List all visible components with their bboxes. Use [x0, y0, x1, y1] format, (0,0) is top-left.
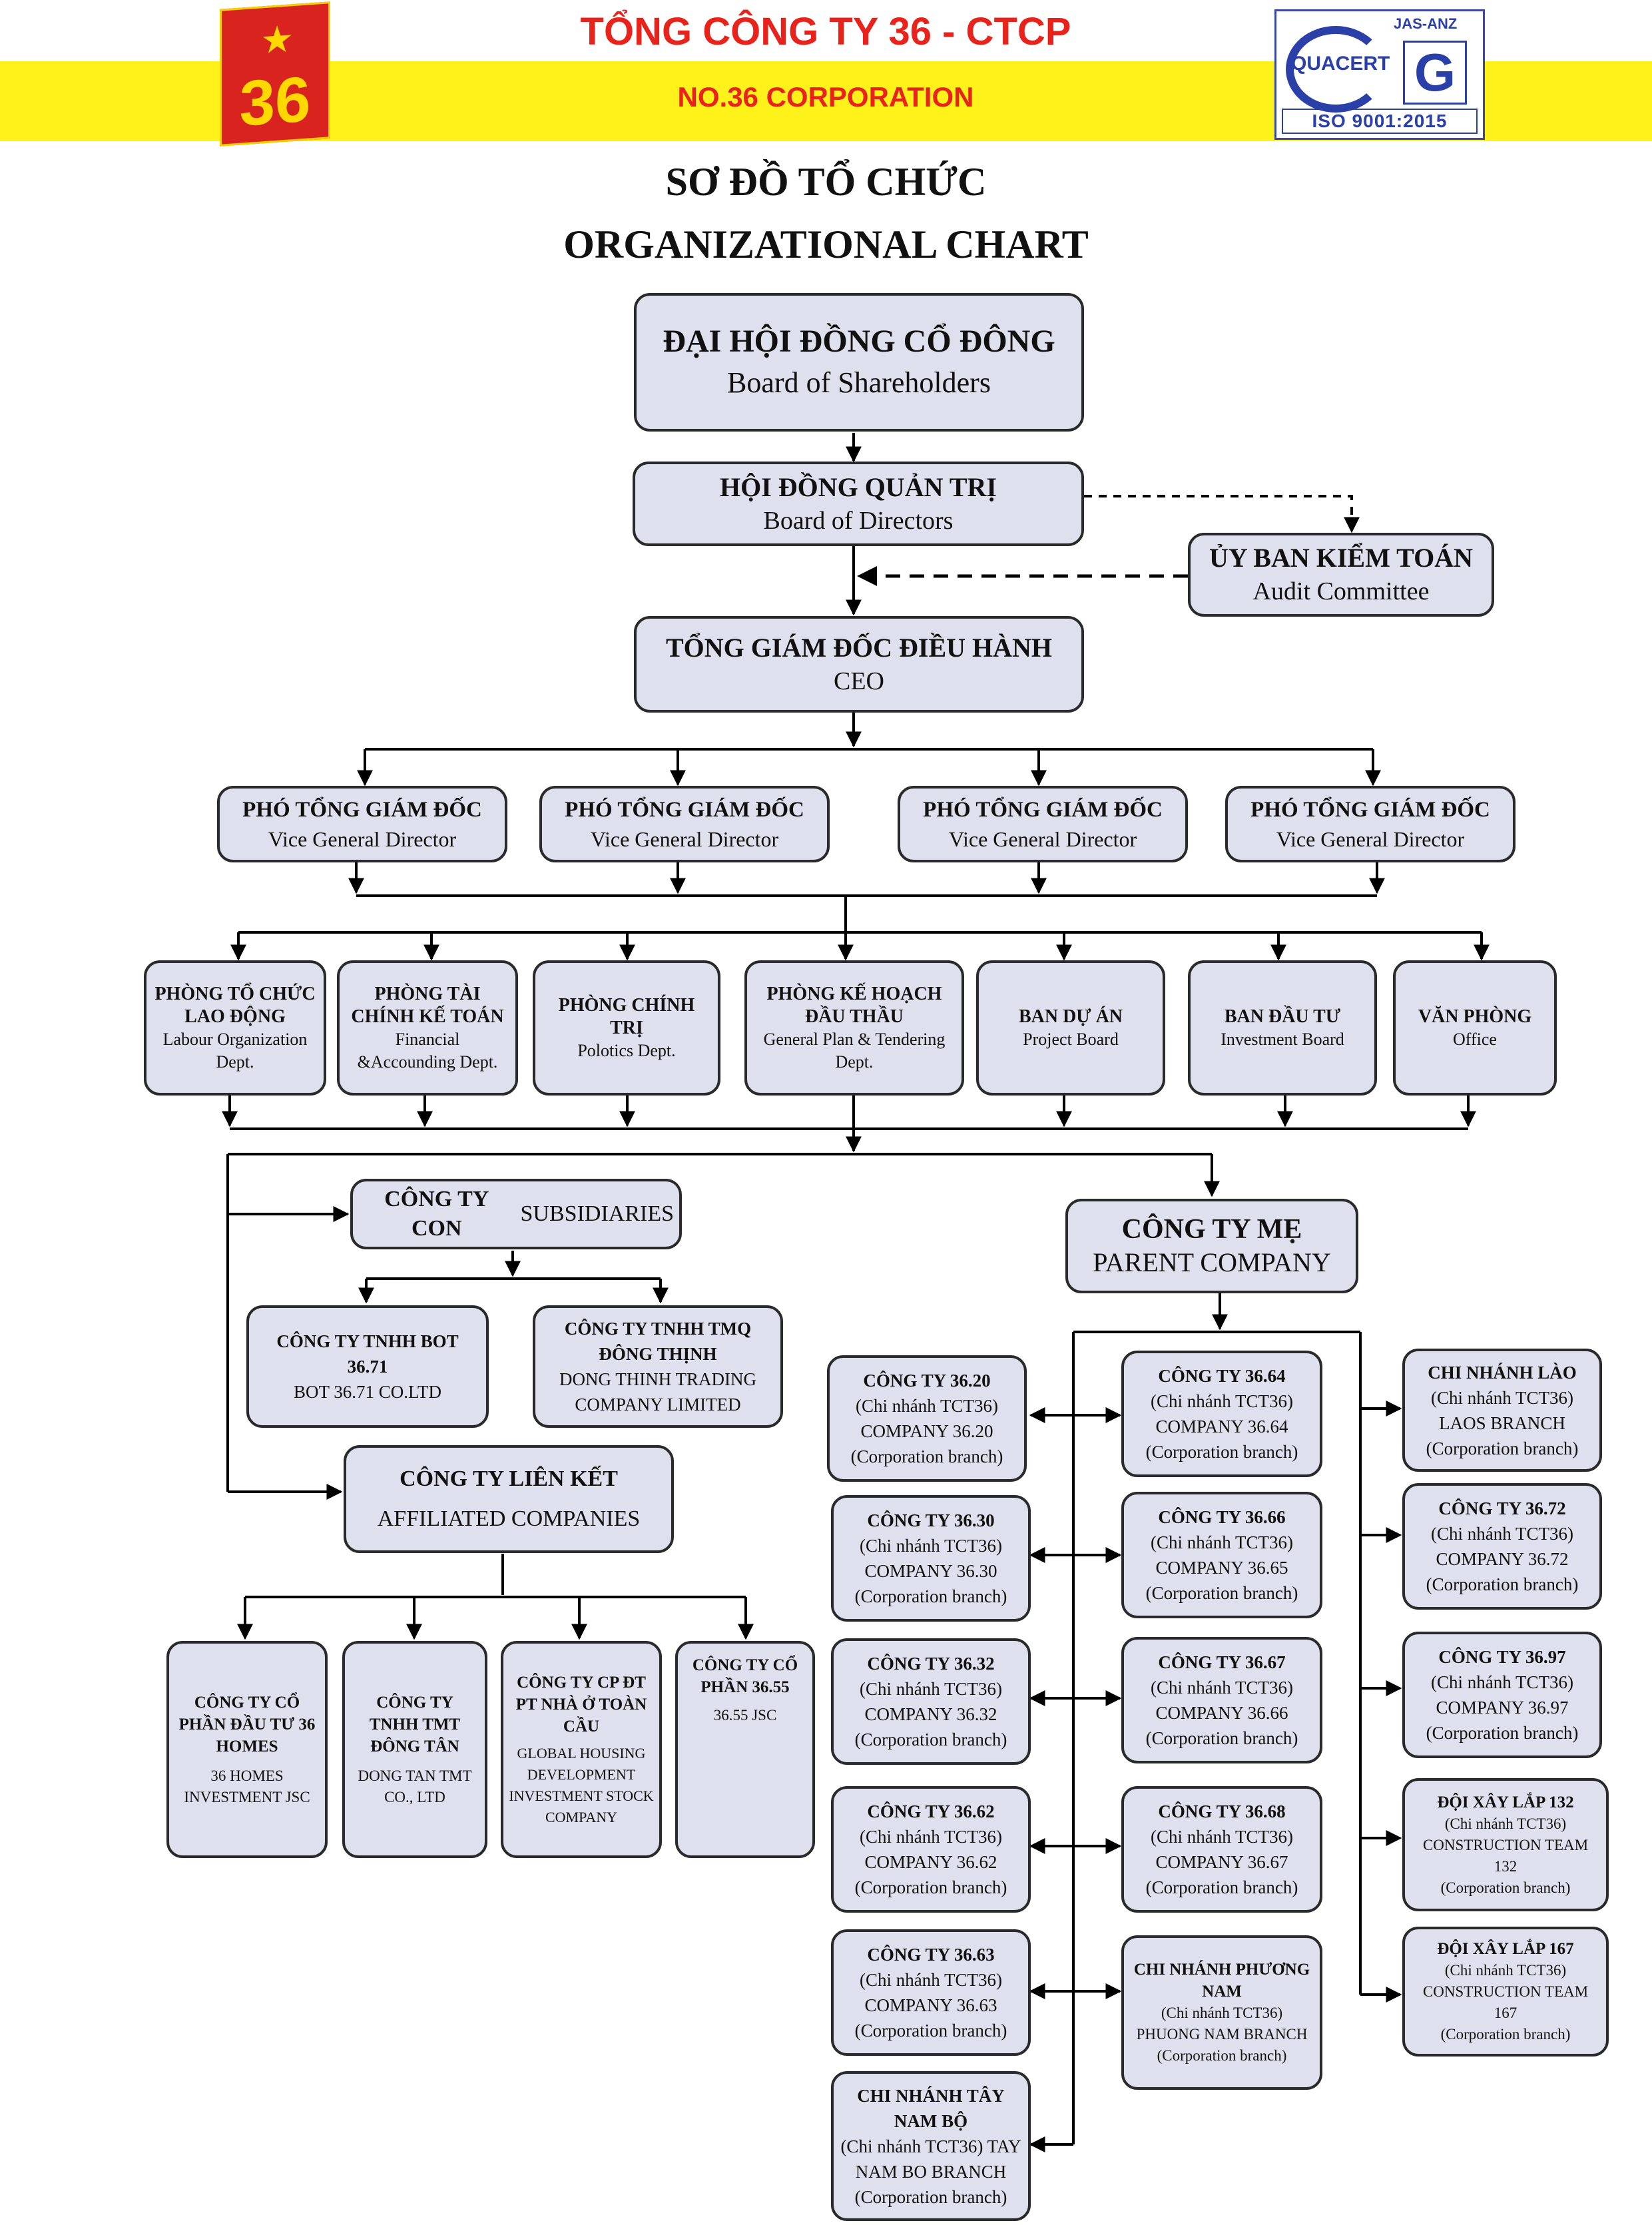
node-branch-3672: CÔNG TY 36.72 (Chi nhánh TCT36) COMPANY … — [1402, 1483, 1602, 1610]
company-logo: ★ 36 — [220, 1, 330, 147]
star-icon: ★ — [260, 17, 294, 63]
node-ceo: TỔNG GIÁM ĐỐC ĐIỀU HÀNH CEO — [634, 616, 1084, 713]
node-vice-director-1: PHÓ TỔNG GIÁM ĐỐC Vice General Director — [217, 786, 507, 862]
node-dept-finance: PHÒNG TÀI CHÍNH KẾ TOÁN Financial &Accou… — [337, 960, 518, 1096]
node-subsidiaries: CÔNG TY CON SUBSIDIARIES — [350, 1179, 682, 1249]
node-construction-team-167: ĐỘI XÂY LẮP 167 (Chi nhánh TCT36) CONSTR… — [1402, 1927, 1609, 2057]
node-dept-project-board: BAN DỰ ÁN Project Board — [976, 960, 1165, 1096]
logo-number: 36 — [239, 63, 311, 140]
node-affiliate-dong-tan: CÔNG TY TNHH TMT ĐÔNG TÂN DONG TAN TMT C… — [342, 1641, 487, 1858]
node-branch-3667: CÔNG TY 36.67 (Chi nhánh TCT36) COMPANY … — [1121, 1637, 1322, 1763]
chart-title-vn: SƠ ĐỒ TỔ CHỨC — [665, 160, 987, 204]
node-subsidiary-dong-thinh: CÔNG TY TNHH TMQ ĐÔNG THỊNH DONG THINH T… — [533, 1305, 783, 1428]
node-dept-office: VĂN PHÒNG Office — [1393, 960, 1557, 1096]
node-audit-committee: ỦY BAN KIỂM TOÁN Audit Committee — [1188, 533, 1494, 617]
node-branch-3662: CÔNG TY 36.62 (Chi nhánh TCT36) COMPANY … — [831, 1786, 1031, 1913]
node-branch-3666: CÔNG TY 36.66 (Chi nhánh TCT36) COMPANY … — [1121, 1492, 1322, 1618]
node-vice-director-2: PHÓ TỔNG GIÁM ĐỐC Vice General Director — [539, 786, 830, 862]
node-vice-director-4: PHÓ TỔNG GIÁM ĐỐC Vice General Director — [1225, 786, 1515, 862]
node-affiliate-3655: CÔNG TY CỔ PHẦN 36.55 36.55 JSC — [675, 1641, 815, 1858]
iso-standard: ISO 9001:2015 — [1282, 109, 1478, 134]
jas-anz-mark-icon: G — [1403, 41, 1467, 105]
node-branch-tay-nam-bo: CHI NHÁNH TÂY NAM BỘ (Chi nhánh TCT36) T… — [831, 2071, 1031, 2221]
node-dept-planning: PHÒNG KẾ HOẠCH ĐẦU THẦU General Plan & T… — [744, 960, 964, 1096]
node-dept-politics: PHÒNG CHÍNH TRỊ Polotics Dept. — [533, 960, 720, 1096]
cert-accreditor: JAS-ANZ — [1394, 15, 1458, 32]
company-name-vn: TỔNG CÔNG TY 36 - CTCP — [580, 10, 1071, 53]
node-subsidiary-bot: CÔNG TY TNHH BOT 36.71 BOT 36.71 CO.LTD — [246, 1305, 489, 1428]
company-name-en: NO.36 CORPORATION — [677, 81, 974, 113]
node-shareholders: ĐẠI HỘI ĐỒNG CỔ ĐÔNG Board of Shareholde… — [634, 293, 1084, 432]
node-branch-3668: CÔNG TY 36.68 (Chi nhánh TCT36) COMPANY … — [1121, 1786, 1322, 1913]
node-affiliate-global-housing: CÔNG TY CP ĐT PT NHÀ Ở TOÀN CẦU GLOBAL H… — [501, 1641, 662, 1858]
node-branch-laos: CHI NHÁNH LÀO (Chi nhánh TCT36) LAOS BRA… — [1402, 1349, 1602, 1472]
cert-brand: QUACERT — [1291, 53, 1390, 75]
node-vice-director-3: PHÓ TỔNG GIÁM ĐỐC Vice General Director — [898, 786, 1188, 862]
node-affiliate-36homes: CÔNG TY CỔ PHẦN ĐẦU TƯ 36 HOMES 36 HOMES… — [166, 1641, 328, 1858]
node-branch-3697: CÔNG TY 36.97 (Chi nhánh TCT36) COMPANY … — [1402, 1632, 1602, 1758]
chart-title-en: ORGANIZATIONAL CHART — [563, 222, 1089, 266]
node-branch-3664: CÔNG TY 36.64 (Chi nhánh TCT36) COMPANY … — [1121, 1351, 1322, 1477]
node-branch-3630: CÔNG TY 36.30 (Chi nhánh TCT36) COMPANY … — [831, 1495, 1031, 1622]
node-dept-investment-board: BAN ĐẦU TƯ Investment Board — [1188, 960, 1377, 1096]
node-branch-3663: CÔNG TY 36.63 (Chi nhánh TCT36) COMPANY … — [831, 1929, 1031, 2056]
node-affiliated-companies: CÔNG TY LIÊN KẾT AFFILIATED COMPANIES — [344, 1445, 674, 1553]
node-parent-company: CÔNG TY MẸ PARENT COMPANY — [1065, 1199, 1358, 1293]
node-construction-team-132: ĐỘI XÂY LẮP 132 (Chi nhánh TCT36) CONSTR… — [1402, 1778, 1609, 1911]
certification-badge: QUACERT JAS-ANZ G ISO 9001:2015 — [1274, 9, 1485, 140]
node-dept-labour: PHÒNG TỔ CHỨC LAO ĐỘNG Labour Organizati… — [144, 960, 326, 1096]
node-branch-phuong-nam: CHI NHÁNH PHƯƠNG NAM (Chi nhánh TCT36) P… — [1121, 1935, 1322, 2090]
node-branch-3632: CÔNG TY 36.32 (Chi nhánh TCT36) COMPANY … — [831, 1638, 1031, 1765]
node-board-of-directors: HỘI ĐỒNG QUẢN TRỊ Board of Directors — [633, 462, 1084, 546]
node-branch-3620: CÔNG TY 36.20 (Chi nhánh TCT36) COMPANY … — [827, 1355, 1027, 1482]
